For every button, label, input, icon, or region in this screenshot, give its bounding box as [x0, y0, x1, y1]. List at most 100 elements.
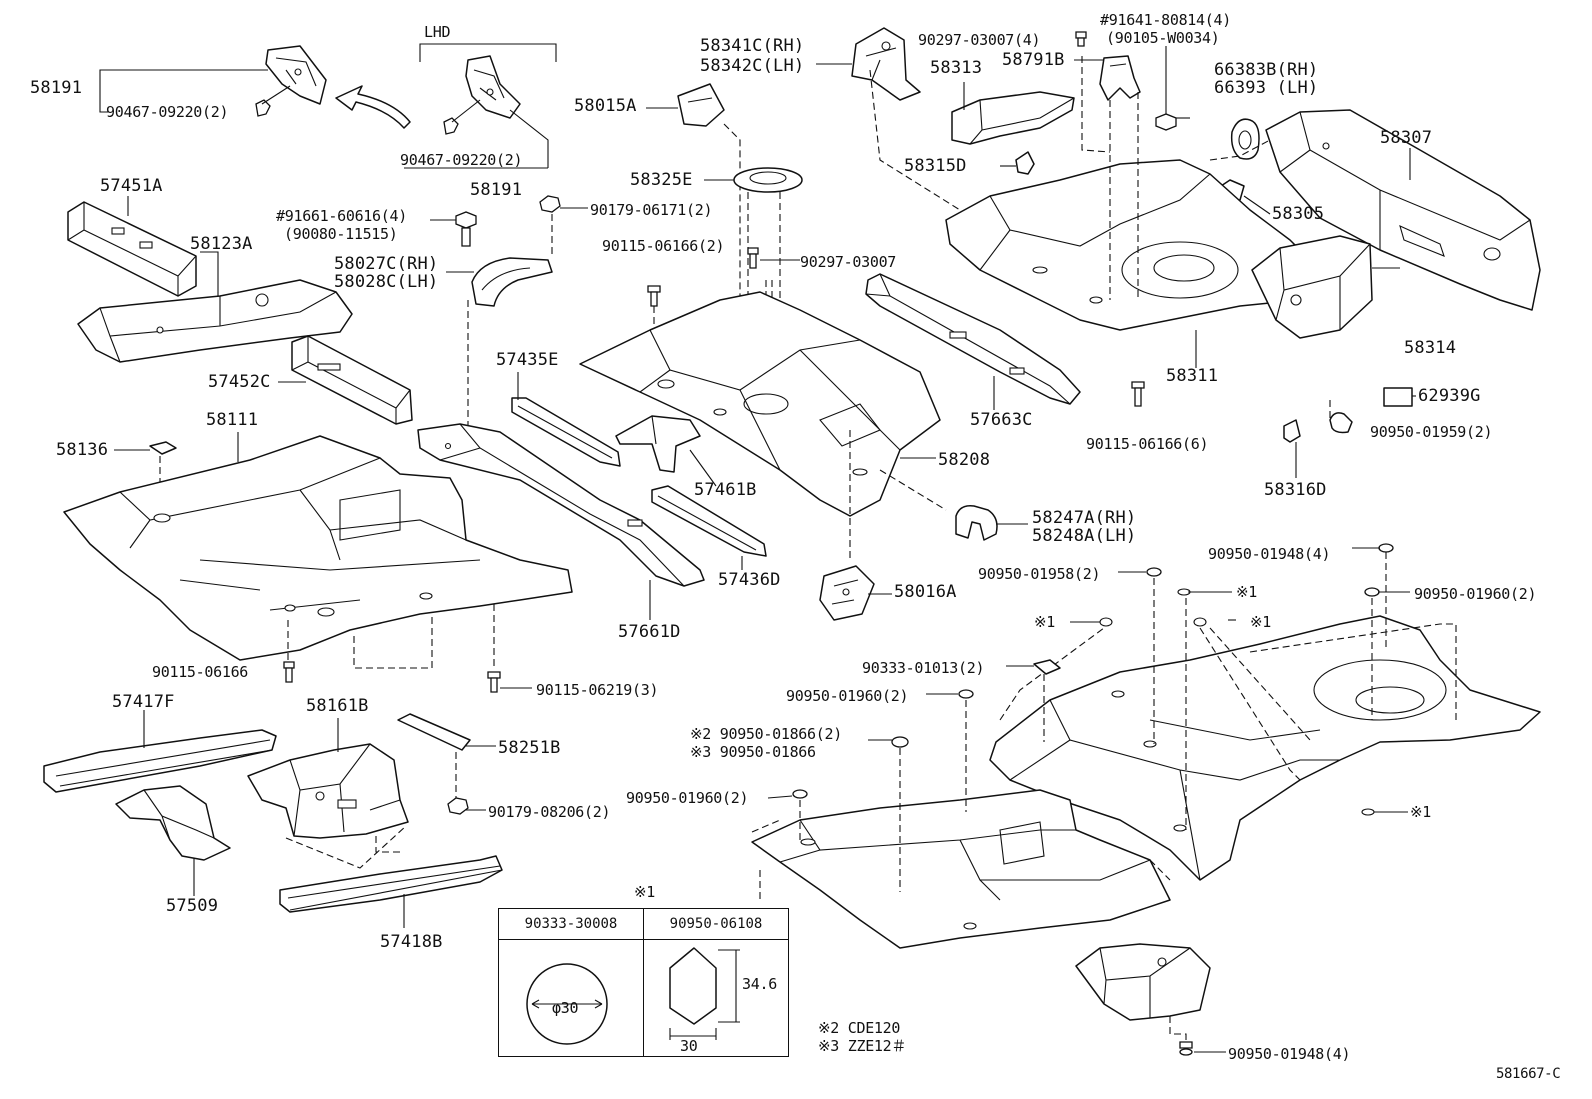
part-57435E-brace — [511, 397, 621, 467]
spec-hex-plug-drawing — [669, 947, 740, 1040]
part-58111-front-floor — [63, 435, 573, 661]
part-57661D-rail — [417, 423, 705, 587]
callout-58027C: 58027C(RH) — [334, 254, 439, 274]
callout-58311: 58311 — [1166, 366, 1219, 386]
part-58341C-bracket — [851, 27, 921, 101]
callout-58191: 58191 — [30, 78, 83, 98]
callout-90080-11515: (90080-11515) — [284, 225, 398, 243]
callout-58307: 58307 — [1380, 128, 1433, 148]
callout-91641-80814: #91641-80814(4) — [1100, 11, 1231, 29]
bolt-90467-top — [255, 85, 291, 117]
callout-58208: 58208 — [938, 450, 991, 470]
callout-90115-06219: 90115-06219(3) — [536, 681, 659, 699]
callout-66393: 66393 (LH) — [1214, 78, 1319, 98]
image-code: 581667-C — [1496, 1066, 1561, 1082]
callout-90950-01960-mid: 90950-01960(2) — [786, 687, 909, 705]
plug-ref1-d — [1361, 808, 1375, 816]
part-58313-panel — [951, 91, 1075, 145]
callout-90297-03007-mid: 90297-03007 — [800, 253, 897, 271]
callout-58248A: 58248A(LH) — [1032, 526, 1137, 546]
callout-58342C: 58342C(LH) — [700, 56, 805, 76]
callout-57451A: 57451A — [100, 176, 163, 196]
plug-90950-01958 — [1118, 567, 1162, 577]
callout-90105-W0034: (90105-W0034) — [1106, 29, 1220, 47]
bolt-90115-mid — [647, 285, 661, 307]
plug-ref1-b — [1099, 617, 1113, 627]
callout-90950-01866-zze12: ※3 90950-01866 — [690, 743, 816, 761]
plug-90950-01960-low — [792, 789, 808, 799]
callout-90179-08206: 90179-08206(2) — [488, 803, 611, 821]
part-complete-floor — [989, 615, 1541, 881]
part-57418B-sill — [279, 855, 503, 913]
callout-58191-lhd: 58191 — [470, 180, 523, 200]
part-58191-lhd-bracket — [465, 55, 521, 119]
callout-90179-06171: 90179-06171(2) — [590, 201, 713, 219]
callout-57417F: 57417F — [112, 692, 175, 712]
callout-66383B: 66383B(RH) — [1214, 60, 1319, 80]
callout-90115-06166-right: 90115-06166(6) — [1086, 435, 1209, 453]
part-57452C-member — [291, 335, 413, 425]
part-57461B-bracket — [615, 415, 701, 473]
part-front-floor-assembly — [751, 789, 1171, 949]
callout-58123A: 58123A — [190, 234, 253, 254]
callout-91661-60616: #91661-60616(4) — [276, 207, 407, 225]
bolt-90115-left — [283, 661, 295, 683]
spec-col1-part: 90333-30008 — [499, 909, 643, 940]
part-57509-bracket — [115, 785, 231, 861]
lhd-label: LHD — [424, 23, 451, 41]
part-57663C-crossmember — [865, 273, 1081, 405]
part-57417F-sill — [43, 729, 277, 793]
callout-57436D: 57436D — [718, 570, 781, 590]
part-62939G-pad — [1383, 387, 1413, 407]
part-58161B-housing — [247, 743, 409, 839]
callout-58315D: 58315D — [904, 156, 967, 176]
callout-90467-09220: 90467-09220(2) — [106, 103, 229, 121]
part-58325E-plug — [704, 167, 803, 193]
spec-col2-part: 90950-06108 — [644, 909, 788, 940]
bolt-90950-01948-bottom — [1179, 1041, 1226, 1056]
part-58208-center-floor — [579, 291, 941, 517]
callout-58325E: 58325E — [630, 170, 693, 190]
part-58247A-mount — [955, 504, 1028, 541]
part-58316D-clip — [1283, 419, 1301, 443]
callout-58341C: 58341C(RH) — [700, 36, 805, 56]
callout-ref1-a: ※1 — [1236, 583, 1257, 601]
bolt-90467-lhd — [443, 99, 481, 135]
callout-57663C: 57663C — [970, 410, 1033, 430]
bolt-90115-06219 — [487, 671, 532, 693]
plug-90950-01866 — [891, 736, 909, 748]
note-cde120: ※2 CDE120 — [818, 1019, 901, 1037]
callout-58247A: 58247A(RH) — [1032, 508, 1137, 528]
callout-58111: 58111 — [206, 410, 259, 430]
spec-round-plug-drawing — [526, 963, 608, 1045]
callout-58314: 58314 — [1404, 338, 1457, 358]
bolt-91661 — [430, 211, 477, 247]
callout-90297-03007-top: 90297-03007(4) — [918, 31, 1041, 49]
part-58307-rear-panel — [1265, 109, 1541, 311]
part-57451A-member — [67, 201, 197, 297]
note-zze12: ※3 ZZE12＃ — [818, 1037, 907, 1055]
callout-58251B: 58251B — [498, 738, 561, 758]
spec-table-marker: ※1 — [634, 883, 655, 901]
callout-57435E: 57435E — [496, 350, 559, 370]
bolt-90297-03007-mid — [747, 247, 800, 269]
spec-divider — [643, 909, 644, 1056]
callout-62939G: 62939G — [1418, 386, 1481, 406]
bolt-90297-03007-top — [1075, 31, 1087, 47]
part-rear-bracket — [1075, 943, 1211, 1021]
callout-57509: 57509 — [166, 896, 219, 916]
plug-ref1-c — [1193, 617, 1207, 627]
callout-90467-09220-lhd: 90467-09220(2) — [400, 151, 523, 169]
part-58136-clip — [114, 441, 177, 455]
spec-table: 90333-30008 90950-06108 — [498, 908, 789, 1057]
part-57436D-brace — [651, 485, 767, 557]
callout-90115-06166-left: 90115-06166 — [152, 663, 249, 681]
spec-col2-width: 30 — [680, 1037, 698, 1055]
callout-90950-01958: 90950-01958(2) — [978, 565, 1101, 583]
callout-90950-01960-right: 90950-01960(2) — [1414, 585, 1537, 603]
part-90333-01013 — [1006, 659, 1061, 675]
part-58027C-duct — [471, 257, 553, 307]
part-58015A-pad — [677, 83, 725, 127]
plug-90950-01948-top — [1378, 543, 1394, 553]
callout-57452C: 57452C — [208, 372, 271, 392]
